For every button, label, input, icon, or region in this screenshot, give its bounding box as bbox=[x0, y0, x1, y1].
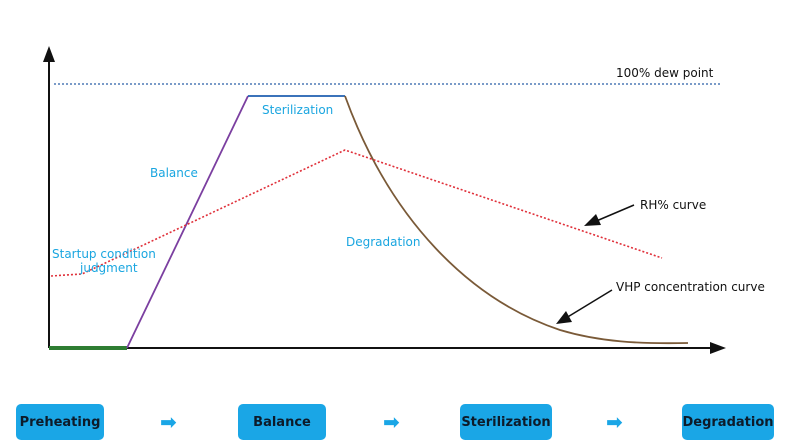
vhp-rise-line bbox=[126, 95, 249, 349]
vhp-pointer-arrowhead bbox=[556, 311, 572, 324]
rh-pointer-line bbox=[593, 204, 635, 223]
startup-condition-label-line1: Startup condition bbox=[52, 247, 156, 261]
right-arrow-icon: ➡ bbox=[606, 410, 623, 434]
stage-balance[interactable]: Balance bbox=[238, 404, 326, 440]
startup-condition-label-line2: judgment bbox=[79, 261, 138, 275]
vhp-process-diagram: 100% dew point Sterilization Balance Sta… bbox=[43, 46, 765, 354]
rh-pointer-arrowhead bbox=[584, 214, 601, 226]
right-arrow-icon: ➡ bbox=[160, 410, 177, 434]
stage-preheating[interactable]: Preheating bbox=[16, 404, 104, 440]
stage-label: Preheating bbox=[19, 414, 101, 430]
sterilization-label: Sterilization bbox=[262, 103, 333, 117]
stage-label: Degradation bbox=[682, 414, 774, 430]
dew-point-label: 100% dew point bbox=[616, 66, 714, 80]
degradation-label: Degradation bbox=[346, 235, 420, 249]
stage-label: Sterilization bbox=[461, 414, 551, 430]
vhp-curve-label: VHP concentration curve bbox=[616, 280, 765, 294]
x-axis-arrowhead bbox=[710, 342, 726, 354]
stage-degradation[interactable]: Degradation bbox=[682, 404, 774, 440]
balance-label: Balance bbox=[150, 166, 198, 180]
process-stage-flow: Preheating ➡ Balance ➡ Sterilization ➡ D… bbox=[0, 400, 800, 446]
rh-curve-label: RH% curve bbox=[640, 198, 706, 212]
vhp-pointer-line bbox=[565, 289, 613, 319]
stage-label: Balance bbox=[253, 414, 311, 430]
stage-sterilization[interactable]: Sterilization bbox=[460, 404, 552, 440]
right-arrow-icon: ➡ bbox=[383, 410, 400, 434]
rh-curve bbox=[50, 149, 663, 277]
y-axis-arrowhead bbox=[43, 46, 55, 62]
vhp-decay-curve bbox=[344, 95, 689, 345]
